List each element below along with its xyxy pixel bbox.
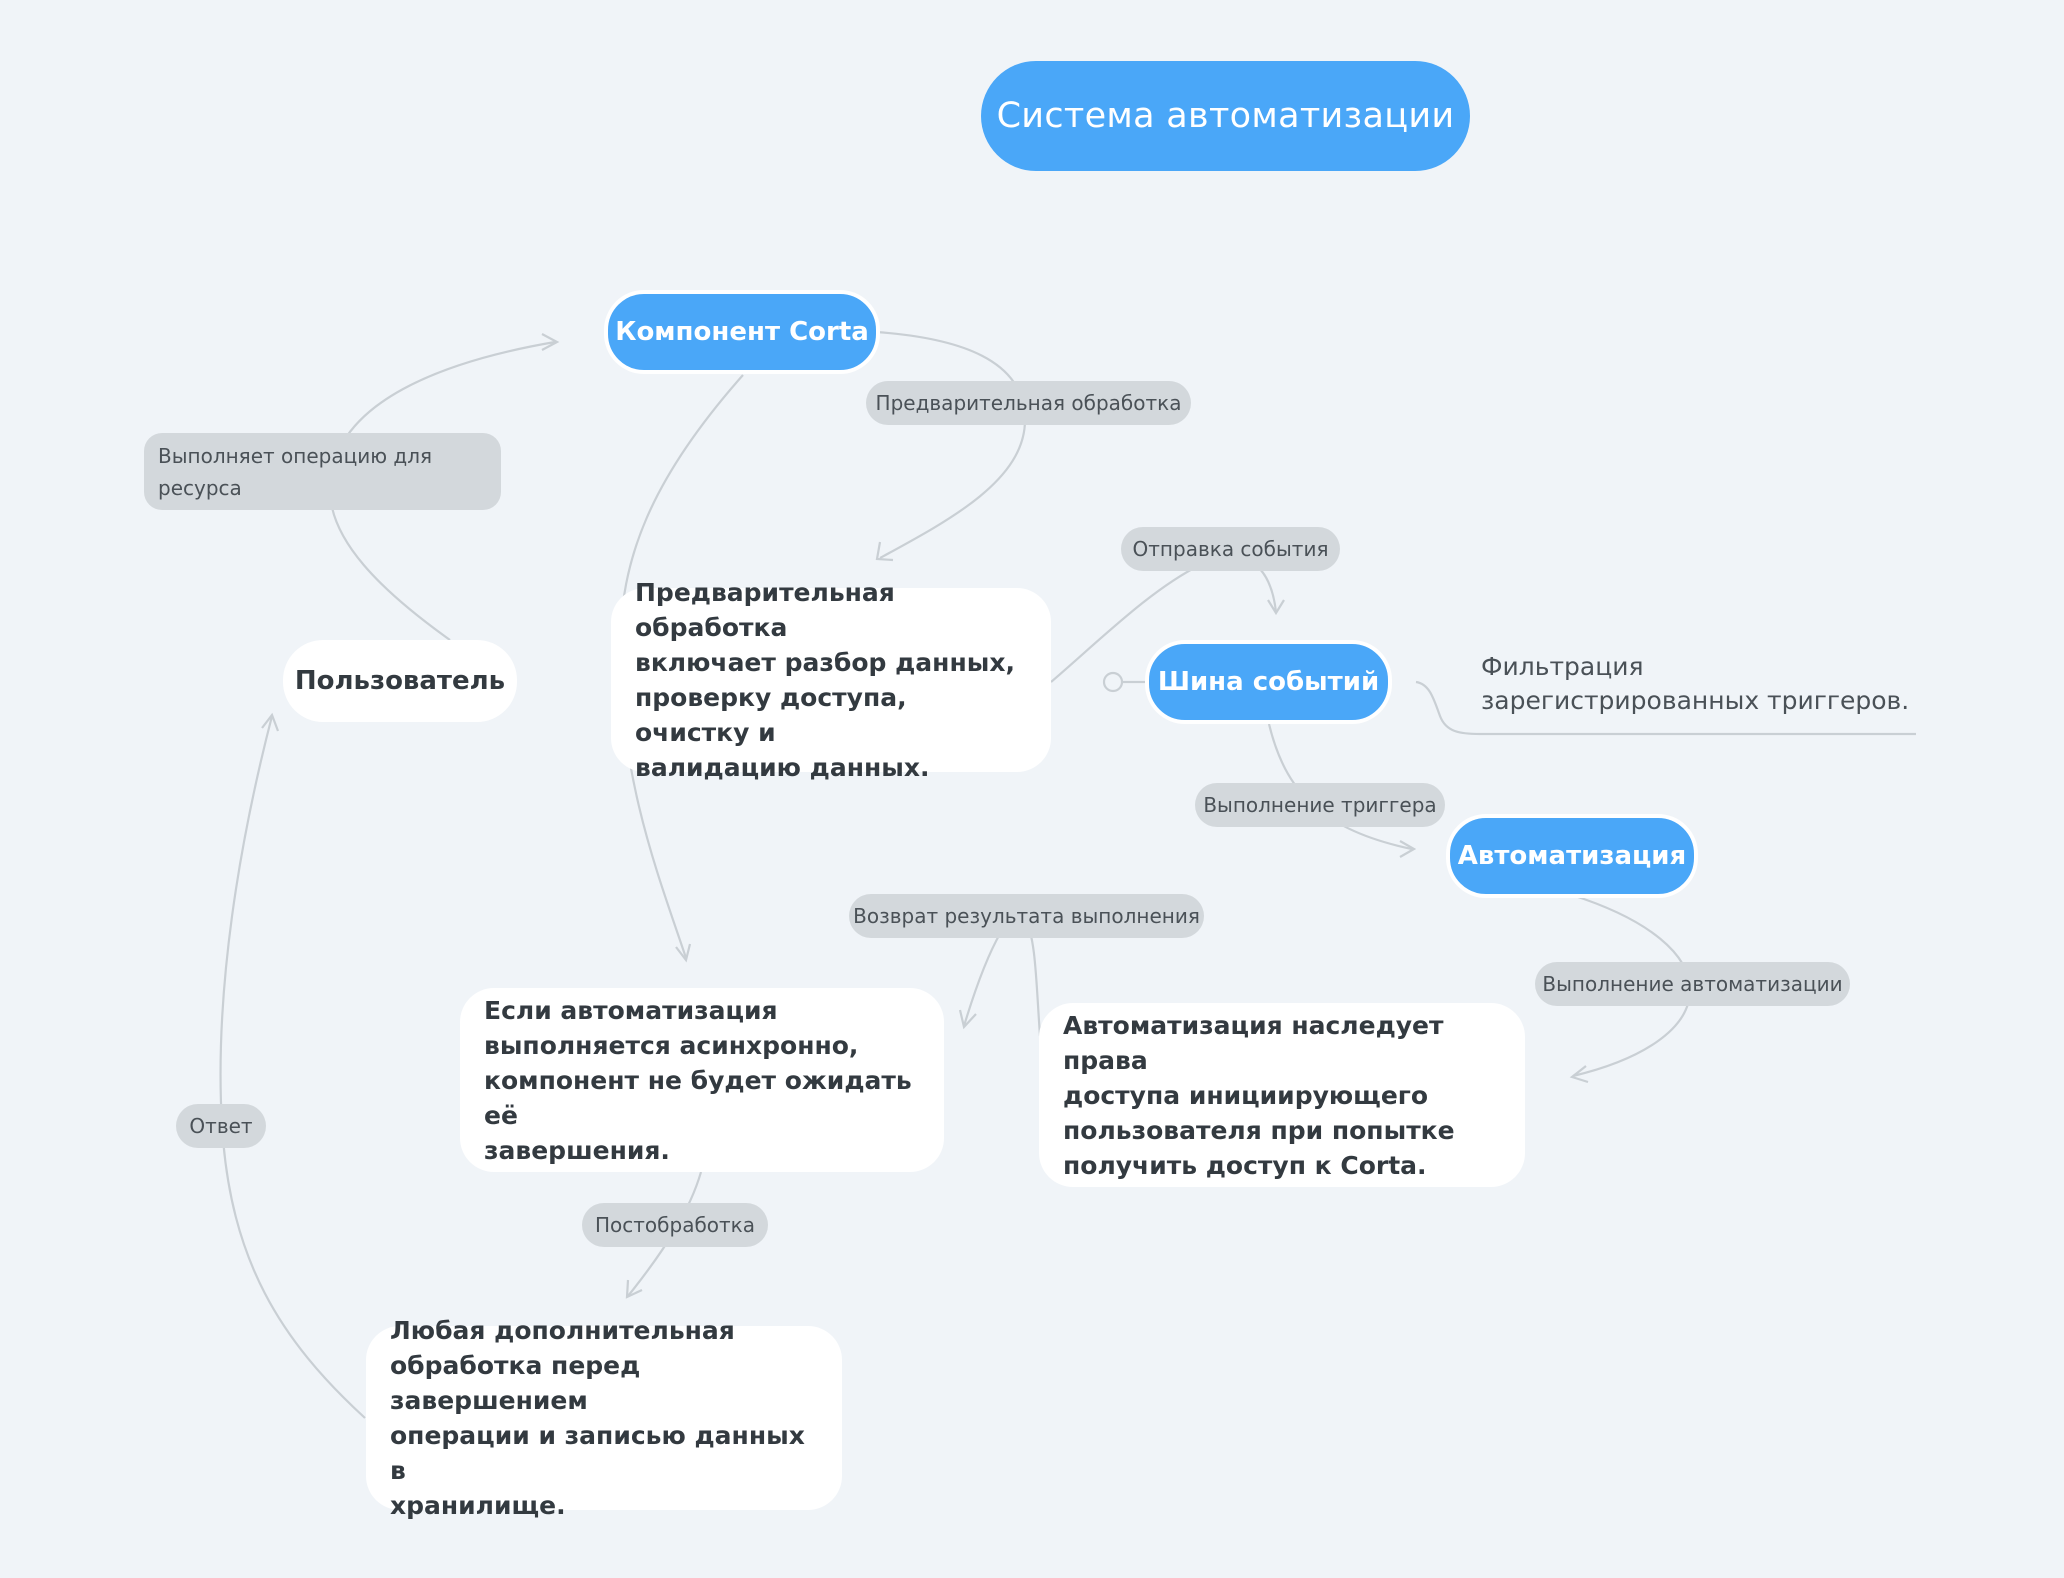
arrow-automation-to-inherit <box>1569 1065 1589 1084</box>
node-corta-component[interactable]: Компонент Corta <box>604 290 880 374</box>
arrow-preprocess-to-bus <box>1267 599 1285 616</box>
card-preprocessing[interactable]: Предварительная обработка включает разбо… <box>611 578 1051 782</box>
label-response[interactable]: Ответ <box>176 1104 266 1148</box>
node-event-bus[interactable]: Шина событий <box>1145 640 1392 724</box>
card-preprocessing-text: Предварительная обработка включает разбо… <box>635 578 1015 782</box>
bus-collapse-handle <box>1102 671 1124 693</box>
arrow-corta-to-preprocess <box>875 541 894 562</box>
label-postprocessing[interactable]: Постобработка <box>582 1203 768 1247</box>
card-postprocessing[interactable]: Любая дополнительная обработка перед зав… <box>366 1316 842 1520</box>
node-automation[interactable]: Автоматизация <box>1446 814 1698 898</box>
arrow-post-to-user <box>261 712 280 732</box>
label-return-result[interactable]: Возврат результата выполнения <box>849 894 1204 938</box>
card-inherit-text: Автоматизация наследует права доступа ин… <box>1063 1010 1455 1180</box>
arrow-user-to-corta <box>541 333 560 351</box>
root-title[interactable]: Система автоматизации <box>981 61 1470 171</box>
node-user[interactable]: Пользователь <box>283 640 517 722</box>
root-title-text: Система автоматизации <box>996 96 1455 136</box>
label-automation-execution[interactable]: Выполнение автоматизации <box>1535 962 1850 1006</box>
edge-post-to-user <box>219 715 366 1419</box>
arrow-inherit-to-async <box>958 1009 977 1030</box>
card-async-text: Если автоматизация выполняется асинхронн… <box>484 995 912 1165</box>
edge-corta-to-preprocess <box>875 330 1027 559</box>
label-send-event[interactable]: Отправка события <box>1121 527 1340 571</box>
note-trigger-filtering[interactable]: Фильтрация зарегистрированных триггеров. <box>1481 652 1910 715</box>
label-trigger-execution[interactable]: Выполнение триггера <box>1195 783 1445 827</box>
card-inherit-permissions[interactable]: Автоматизация наследует права доступа ин… <box>1039 1003 1525 1187</box>
card-post-text: Любая дополнительная обработка перед зав… <box>390 1316 805 1520</box>
label-performs-operation[interactable]: Выполняет операцию для ресурса <box>144 433 501 510</box>
card-async[interactable]: Если автоматизация выполняется асинхронн… <box>460 988 944 1172</box>
arrow-corta-to-async <box>675 943 692 963</box>
arrow-bus-to-automation <box>1399 840 1417 858</box>
label-preprocessing[interactable]: Предварительная обработка <box>866 381 1191 425</box>
arrow-async-to-post <box>625 1279 643 1299</box>
edge-bus-to-filter <box>1415 680 1916 736</box>
